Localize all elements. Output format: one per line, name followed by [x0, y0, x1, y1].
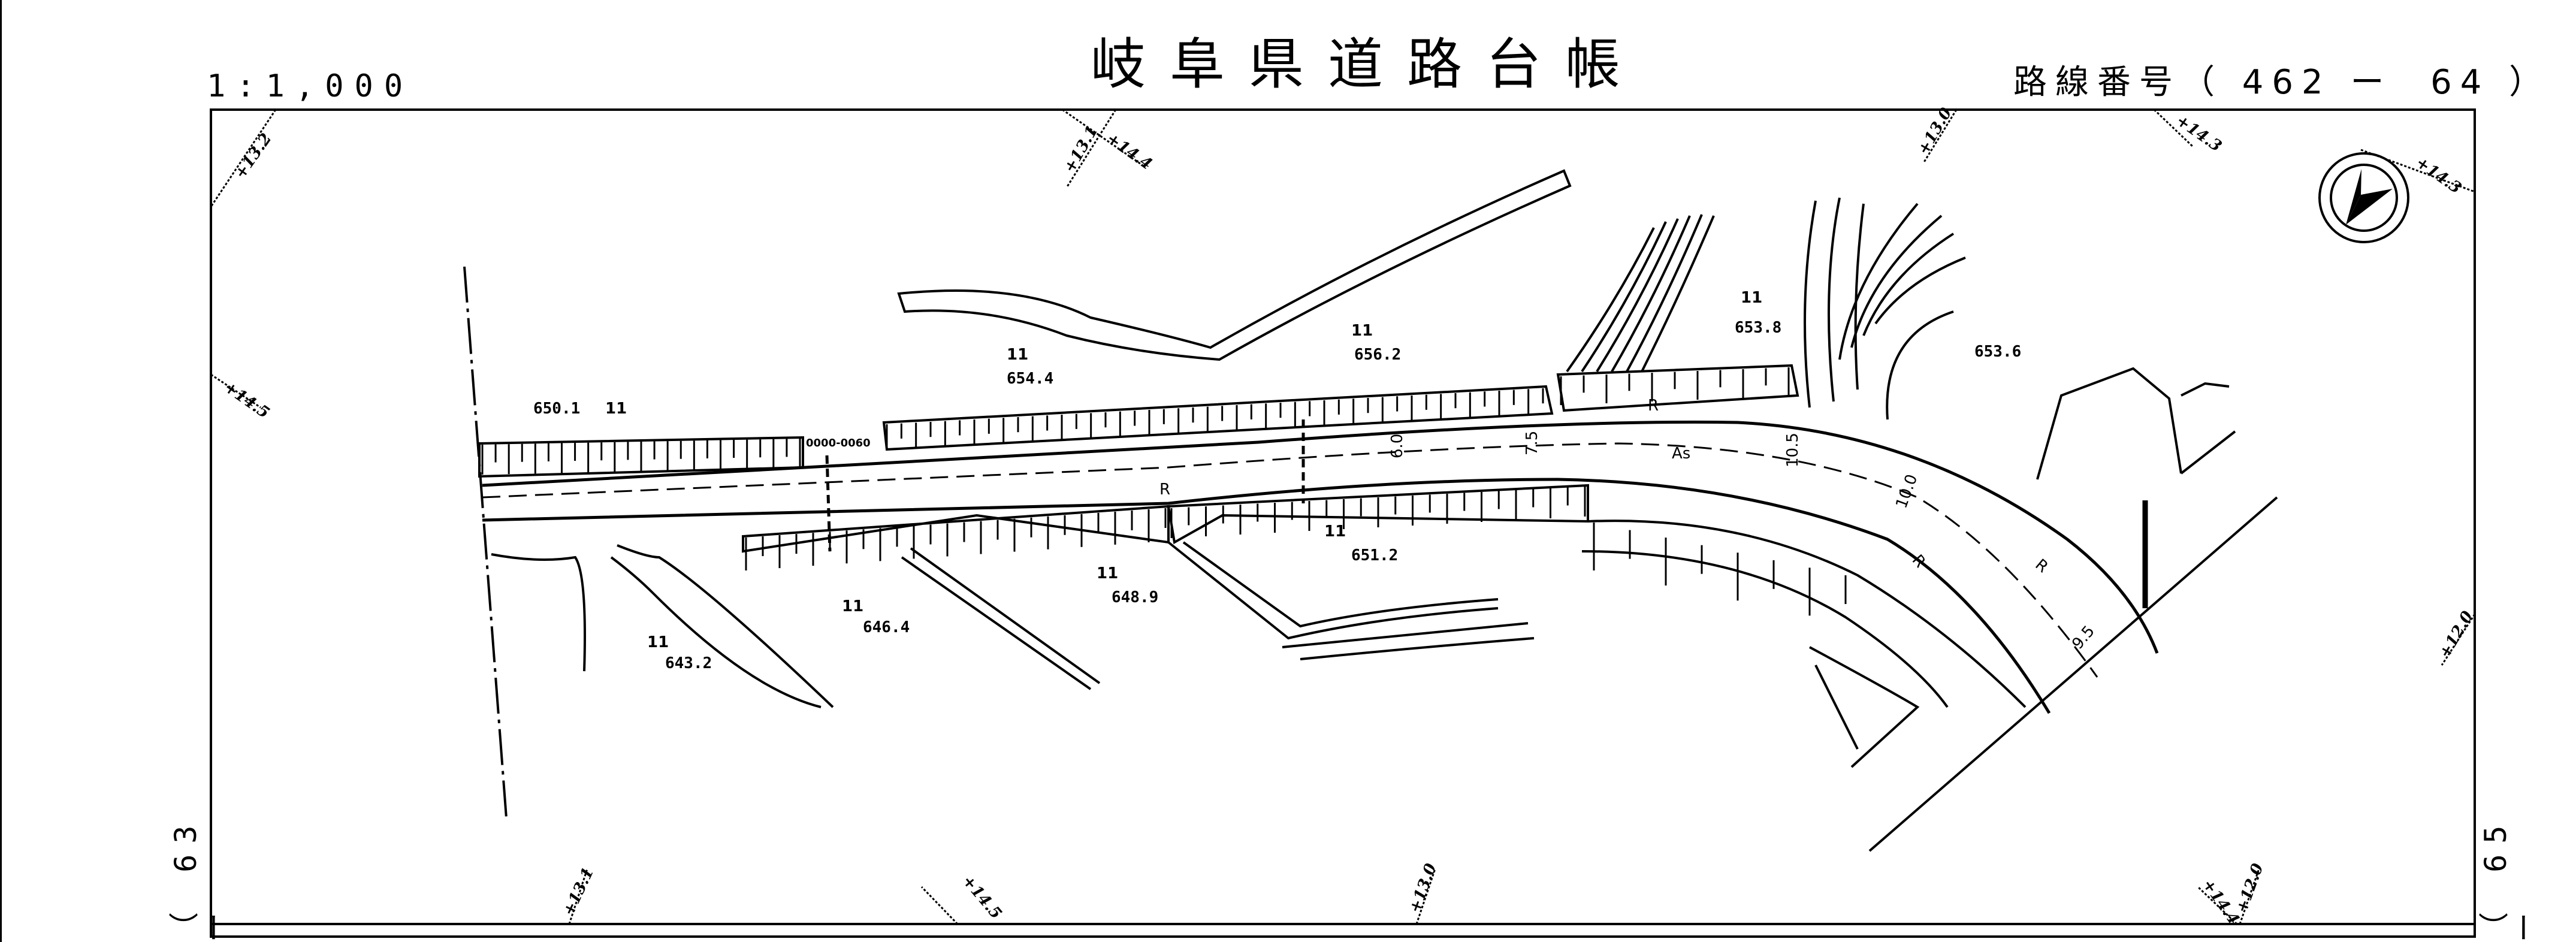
boundary-line [463, 266, 508, 819]
route-number: 路線番号（ 462 ー 64 ） [2013, 63, 2551, 102]
contours [1566, 197, 2236, 480]
grid-label: +13.0 [1406, 861, 1440, 915]
grid-label: +12.0 [2233, 861, 2267, 915]
road-edges [482, 420, 2159, 714]
spot-elevation: 653.8 [1735, 319, 1781, 337]
landuse-code: 11 [842, 597, 863, 615]
se-hachures [1593, 523, 1847, 616]
landuse-code: 11 [1741, 289, 1762, 307]
width-label: 7.5 [1523, 431, 1541, 455]
width-label: 9.5 [2068, 623, 2098, 653]
map-frame [210, 108, 2476, 938]
r-mark: R [1648, 397, 1659, 415]
grid-label: +13.1 [1061, 123, 1102, 176]
landuse-code: 11 [1324, 523, 1346, 541]
grid-label: +14.5 [959, 872, 1005, 922]
map-scale: 1:1,000 [207, 68, 414, 104]
grid-label: +14.5 [221, 378, 273, 422]
paths [491, 541, 1535, 708]
page-title: 岐阜県道路台帳 [1091, 32, 1645, 96]
spot-elevation: 654.4 [1007, 370, 1053, 388]
grid-label: +13.2 [231, 130, 275, 182]
road-edge-south [482, 478, 2051, 714]
grid-label: +13.1 [560, 865, 597, 919]
grid-label: +12.0 [2436, 608, 2477, 662]
landuse-code: 11 [605, 400, 627, 418]
grid-ticks [210, 108, 2476, 925]
spot-elevation: 643.2 [665, 654, 712, 672]
hachures-south [745, 487, 1586, 570]
spot-elevation: 651.2 [1351, 547, 1398, 564]
grid-label: +14.4 [1103, 129, 1155, 173]
r-mark: R [2032, 555, 2052, 576]
grid-label: +14.3 [2173, 111, 2225, 155]
spot-elevation: 648.9 [1112, 588, 1158, 606]
slope-south [742, 484, 1589, 553]
north-arrow-icon [2318, 152, 2409, 243]
road-edge-north [482, 420, 2159, 654]
width-label: 10.0 [1892, 472, 1921, 511]
spot-elevation: 656.2 [1354, 346, 1401, 364]
landuse-code: 11 [1351, 322, 1373, 340]
spot-elevation: 650.1 [533, 400, 580, 418]
road-centerline [482, 442, 2098, 678]
surface-label: As [1672, 445, 1690, 463]
se-parcels [1581, 496, 2278, 852]
r-mark: R [1159, 481, 1170, 499]
spot-elevation: 653.6 [1974, 343, 2021, 361]
upper-embankment [897, 169, 1572, 361]
landuse-code: 11 [1097, 564, 1118, 582]
road-labels: As R R R R 6.0 7.5 10.5 10.0 9.5 0000-00… [806, 397, 2098, 653]
page-edge [0, 0, 2, 942]
landuse-code: 11 [647, 633, 669, 651]
landuse-code: 11 [1007, 346, 1028, 364]
width-label: 6.0 [1388, 434, 1406, 458]
width-label: 10.5 [1784, 433, 1802, 467]
grid-label: +13.0 [1914, 105, 1956, 158]
spot-elevations: 650.1 11 654.4 11 656.2 11 653.8 11 653.… [533, 289, 2021, 672]
spot-elevation: 646.4 [863, 618, 910, 636]
grid-label: +14.3 [2412, 153, 2465, 197]
station-label: 0000-0060 [806, 437, 871, 449]
section-lines [825, 419, 1305, 552]
hachures-north [481, 367, 1790, 475]
